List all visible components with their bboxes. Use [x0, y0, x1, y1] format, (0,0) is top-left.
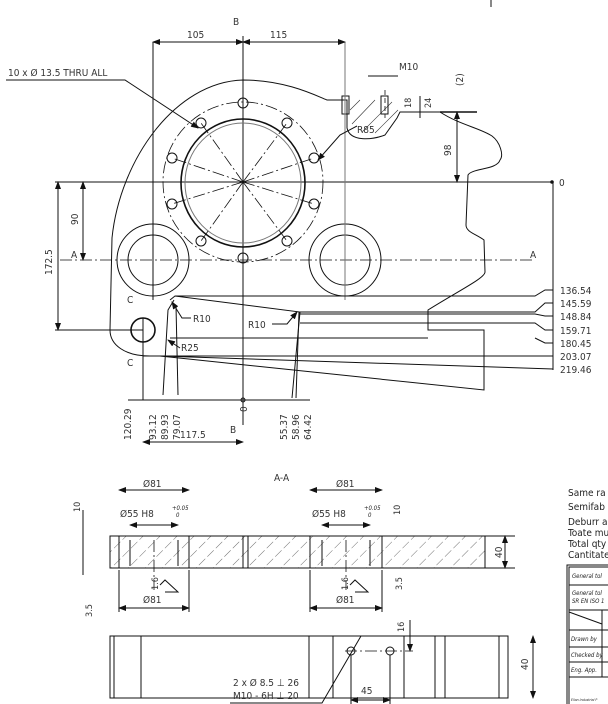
roughness-symbol-left: [159, 579, 180, 593]
tb-drawn-by: Drawn by: [571, 636, 598, 643]
section-title: A-A: [274, 473, 290, 484]
dim-24: 24: [424, 98, 434, 108]
ordinate-lines-right: [143, 289, 554, 370]
dim-3-5-right: 3.5: [395, 577, 405, 590]
title-block: General tol General tol SR EN ISO 1 Draw…: [566, 564, 608, 704]
bolt-circle: [162, 101, 324, 263]
dim-3-5-left: 3.5: [85, 604, 95, 617]
section-mark-a-right: A: [530, 250, 537, 261]
radius-r85: R85: [357, 125, 375, 136]
note-line: Deburr a: [568, 517, 607, 528]
dia-81-bottom-left: Ø81: [143, 594, 162, 606]
section-mark-c-top: C: [127, 295, 133, 306]
bore-radial-lines: [171, 122, 315, 242]
note-line: Semifab: [568, 502, 605, 513]
section-body: [109, 535, 486, 569]
roughness-symbol-right: [349, 579, 370, 593]
ordinate-label-right: 159.71: [560, 326, 591, 337]
dia-55-left: Ø55 H8: [120, 508, 154, 520]
slot-edge-left-2: [175, 305, 179, 396]
roughness-right: 1.6: [341, 577, 351, 590]
ordinate-label-bottom: 58.96: [291, 414, 302, 440]
slot-edge-left: [162, 299, 175, 396]
section-a-a: A-A Ø81 Ø81 Ø55 H8 +0.05 0 Ø55 H8 +0.05 …: [73, 473, 515, 617]
dim-105: 105: [187, 30, 204, 41]
tb-general-tol-2: General tol: [572, 590, 602, 597]
dim-45: 45: [361, 686, 372, 697]
notes: Same ra Semifab Deburr a Toate mu Total …: [567, 488, 608, 561]
ordinate-label-right: 136.54: [560, 286, 592, 297]
dia-55-right: Ø55 H8: [312, 508, 346, 520]
tb-general-tol: General tol: [572, 573, 602, 580]
radius-r10-right: R10: [248, 320, 266, 331]
dia-81-top-right: Ø81: [336, 478, 355, 490]
dim-90: 90: [70, 213, 81, 225]
ordinate-label-right: 180.45: [560, 339, 591, 350]
tb-standard: SR EN ISO 1: [572, 598, 604, 605]
ordinate-label-right: 219.46: [560, 365, 592, 376]
note-line: Same ra: [568, 488, 606, 499]
dim-40-section: 40: [494, 546, 505, 558]
dim-115: 115: [270, 30, 287, 41]
ordinate-label-bottom: 0: [239, 406, 250, 412]
dim-16: 16: [397, 622, 407, 632]
tol-lower-right: 0: [368, 512, 372, 519]
origin-label: 0: [559, 178, 565, 189]
radius-r25: R25: [181, 343, 199, 354]
section-mark-a-left: A: [71, 250, 78, 261]
tol-upper-right: +0.05: [364, 505, 381, 512]
slot-edge: [169, 295, 301, 399]
roughness-left: 1.6: [151, 577, 161, 590]
ordinate-labels-right: 136.54 145.59 148.84 159.71 180.45 203.07 219.…: [560, 286, 592, 376]
section-mark-b-bottom: B: [230, 425, 236, 436]
ordinate-label-bottom: 120.29: [123, 408, 134, 440]
section-mark-b-top: B: [233, 17, 239, 28]
hole-callout: 10 x Ø 13.5 THRU ALL: [8, 67, 107, 79]
ordinate-label-bottom: 55.37: [279, 414, 290, 440]
thread-m10: M10: [399, 62, 418, 73]
dia-81-top-left: Ø81: [143, 478, 162, 490]
bolt-holes: [166, 97, 320, 264]
dim-10-right: 10: [393, 505, 403, 515]
side-view: 16 40 45 2 x Ø 8.5 ⊥ 26 M10 - 6H ⊥ 20: [109, 620, 536, 704]
top-view: B 105 115 10 x Ø 13.5 THRU ALL M10 (2) 1…: [6, 17, 592, 445]
tapped-holes: [345, 646, 413, 656]
section-mark-c-bottom: C: [127, 358, 133, 369]
ordinate-label-bottom: 93.12: [148, 414, 159, 440]
tb-footer: Ellan Industrial P: [571, 698, 597, 702]
dia-81-bottom-right: Ø81: [336, 594, 355, 606]
ordinate-label-right: 203.07: [560, 352, 591, 363]
dim-117-5: 117.5: [180, 430, 206, 441]
note-line: Total qty: [567, 539, 607, 550]
hole-callout-line2: M10 - 6H ⊥ 20: [233, 691, 299, 702]
dim-18: 18: [404, 98, 414, 108]
tb-checked-by: Checked by: [571, 652, 604, 659]
ordinate-label-bottom: 89.93: [160, 414, 171, 440]
slot-edge-right: [295, 311, 300, 399]
tol-upper-left: +0.05: [172, 505, 189, 512]
dim-98: 98: [443, 144, 454, 156]
dim-40-side: 40: [520, 658, 531, 670]
dim-10-left: 10: [73, 502, 83, 512]
tb-eng-app: Eng. App.: [571, 667, 597, 674]
note-line: Toate mu: [567, 528, 608, 539]
dim-172-5: 172.5: [44, 249, 55, 275]
ordinate-label-right: 148.84: [560, 312, 592, 323]
ordinate-label-right: 145.59: [560, 299, 592, 310]
note-line: Cantitate: [568, 550, 608, 561]
tol-lower-left: 0: [176, 512, 180, 519]
central-bore: [180, 118, 306, 248]
hole-callout-line1: 2 x Ø 8.5 ⊥ 26: [233, 677, 299, 689]
radius-r10-left: R10: [193, 314, 211, 325]
part-outline: [109, 79, 503, 391]
ordinate-label-bottom: 64.42: [303, 414, 314, 440]
dim-2: (2): [455, 73, 466, 86]
ordinate-label-bottom: 79.07: [172, 414, 183, 440]
